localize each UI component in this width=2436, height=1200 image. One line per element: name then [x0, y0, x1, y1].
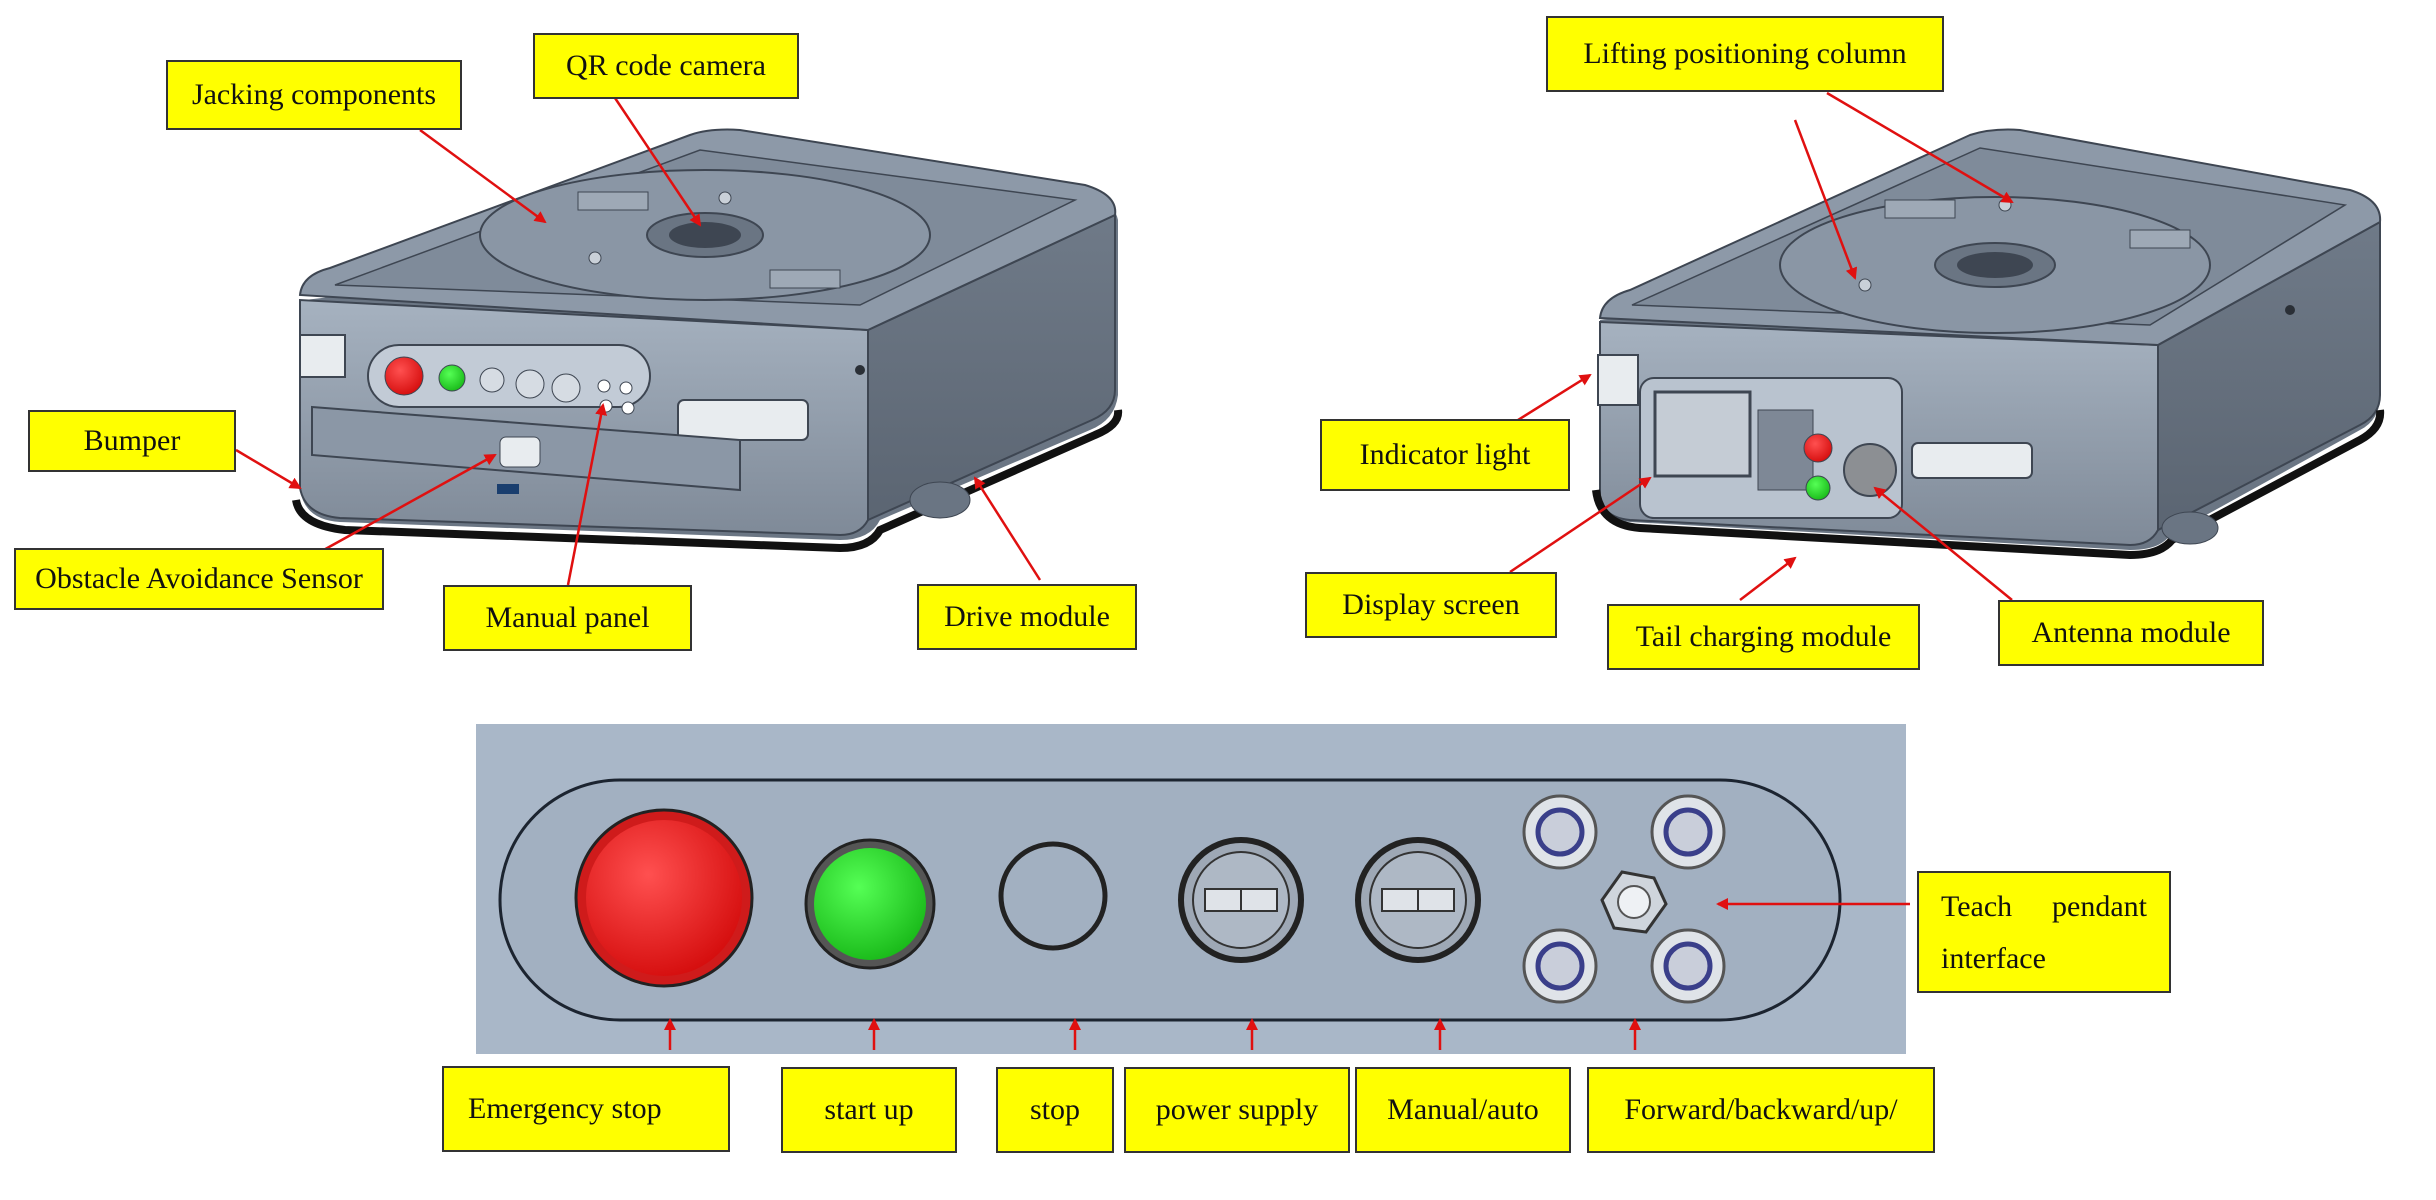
label-emergency-stop: Emergency stop: [442, 1066, 730, 1152]
direction-buttons: [1522, 794, 1726, 1004]
stop-button: [998, 841, 1108, 951]
teach-pendant-word-2: pendant: [2052, 890, 2147, 923]
label-start-up: start up: [781, 1067, 957, 1153]
label-stop: stop: [996, 1067, 1114, 1153]
label-forward-backward-up: Forward/backward/up/: [1587, 1067, 1935, 1153]
label-qr-code-camera: QR code camera: [533, 33, 799, 99]
label-jacking-components: Jacking components: [166, 60, 462, 130]
label-display-screen: Display screen: [1305, 572, 1557, 638]
label-teach-pendant-interface: Teach pendant interface: [1917, 871, 2171, 993]
label-power-supply: power supply: [1124, 1067, 1350, 1153]
power-supply-switch: [1178, 837, 1304, 963]
front-robot-illustration: [292, 128, 1123, 553]
label-obstacle-avoidance-sensor: Obstacle Avoidance Sensor: [14, 548, 384, 610]
manual-panel-closeup: [476, 724, 1906, 1054]
manual-auto-switch: [1355, 837, 1481, 963]
teach-pendant-word-1: Teach: [1941, 890, 2013, 923]
label-antenna-module: Antenna module: [1998, 600, 2264, 666]
label-bumper: Bumper: [28, 410, 236, 472]
label-drive-module: Drive module: [917, 584, 1137, 650]
label-indicator-light: Indicator light: [1320, 419, 1570, 491]
label-manual-panel: Manual panel: [443, 585, 692, 651]
label-lifting-positioning-column: Lifting positioning column: [1546, 16, 1944, 92]
rear-robot-illustration: [1592, 128, 2385, 560]
teach-pendant-word-3: interface: [1941, 942, 2046, 975]
emergency-stop-button: [574, 808, 754, 988]
label-tail-charging-module: Tail charging module: [1607, 604, 1920, 670]
label-manual-auto: Manual/auto: [1355, 1067, 1571, 1153]
callout-arrows: [235, 91, 2014, 1050]
teach-pendant-connector: [1600, 870, 1668, 934]
start-up-button: [804, 838, 936, 970]
